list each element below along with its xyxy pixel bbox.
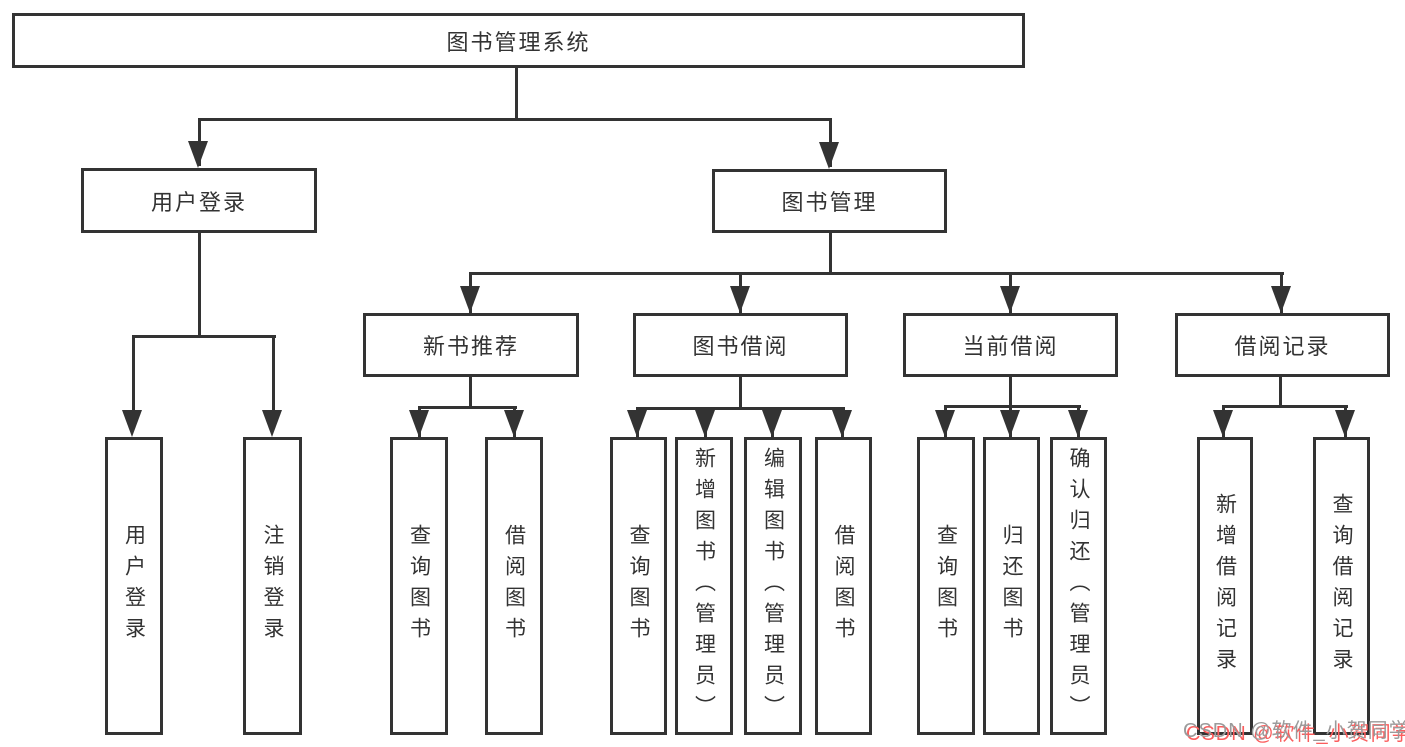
- node-book-borrow-label: 图书借阅: [692, 334, 789, 359]
- arrowhead-down-icon: [695, 410, 715, 437]
- node-user-login-label: 用户登录: [150, 189, 247, 215]
- arrowhead-down-icon: [1000, 286, 1020, 313]
- connector-line: [515, 68, 518, 120]
- leaf-confirm-return-admin: 确认归还（管理员）: [1050, 437, 1107, 735]
- connector-line: [1279, 377, 1282, 408]
- node-book-management: 图书管理: [712, 169, 947, 233]
- connector-line: [418, 406, 517, 409]
- leaf-borrow-book-recommend: 借阅图书: [485, 437, 543, 735]
- leaf-logout-label: 注销登录: [261, 524, 285, 648]
- arrowhead-down-icon: [762, 410, 782, 437]
- connector-line: [829, 233, 832, 275]
- node-current-borrow: 当前借阅: [903, 313, 1118, 377]
- leaf-logout: 注销登录: [243, 437, 302, 735]
- node-root-label: 图书管理系统: [446, 29, 591, 55]
- node-borrow-record-label: 借阅记录: [1234, 334, 1331, 359]
- arrowhead-down-icon: [1271, 286, 1291, 313]
- arrowhead-down-icon: [1068, 410, 1088, 437]
- connector-line: [132, 335, 276, 338]
- arrowhead-down-icon: [122, 410, 142, 437]
- node-book-borrow: 图书借阅: [633, 313, 848, 377]
- node-new-book-recommend: 新书推荐: [363, 313, 579, 377]
- connector-line: [944, 405, 1081, 408]
- arrowhead-down-icon: [1335, 410, 1355, 437]
- leaf-add-book-admin-label: 新增图书（管理员）: [692, 446, 716, 726]
- connector-line: [1222, 405, 1348, 408]
- leaf-user-login: 用户登录: [105, 437, 163, 735]
- leaf-query-borrow-record-label: 查询借阅记录: [1330, 493, 1354, 679]
- connector-line: [1009, 377, 1012, 408]
- node-borrow-record: 借阅记录: [1175, 313, 1390, 377]
- connector-line: [198, 233, 201, 338]
- arrowhead-down-icon: [460, 286, 480, 313]
- node-new-book-recommend-label: 新书推荐: [422, 334, 519, 359]
- arrowhead-down-icon: [627, 410, 647, 437]
- connector-line: [272, 335, 275, 410]
- leaf-query-book-current-label: 查询图书: [934, 524, 958, 648]
- leaf-query-book-recommend: 查询图书: [390, 437, 448, 735]
- arrowhead-down-icon: [262, 410, 282, 437]
- node-root: 图书管理系统: [12, 13, 1025, 68]
- arrowhead-down-icon: [730, 286, 750, 313]
- leaf-return-book: 归还图书: [983, 437, 1040, 735]
- leaf-add-book-admin: 新增图书（管理员）: [675, 437, 733, 735]
- connector-line: [636, 407, 845, 410]
- leaf-query-borrow-record: 查询借阅记录: [1313, 437, 1370, 735]
- leaf-borrow-book-label: 借阅图书: [832, 524, 856, 648]
- node-current-borrow-label: 当前借阅: [962, 334, 1059, 359]
- connector-line: [469, 377, 472, 409]
- arrowhead-down-icon: [1213, 410, 1233, 437]
- arrowhead-down-icon: [409, 410, 429, 437]
- leaf-add-borrow-record: 新增借阅记录: [1197, 437, 1253, 735]
- leaf-borrow-book-recommend-label: 借阅图书: [502, 524, 526, 648]
- connector-line: [198, 118, 832, 121]
- arrowhead-down-icon: [1000, 410, 1020, 437]
- arrowhead-down-icon: [832, 410, 852, 437]
- leaf-add-borrow-record-label: 新增借阅记录: [1213, 493, 1237, 679]
- leaf-edit-book-admin: 编辑图书（管理员）: [744, 437, 802, 735]
- arrowhead-down-icon: [935, 410, 955, 437]
- node-book-management-label: 图书管理: [781, 190, 878, 215]
- leaf-query-book-borrow: 查询图书: [610, 437, 667, 735]
- leaf-confirm-return-admin-label: 确认归还（管理员）: [1067, 446, 1091, 726]
- arrowhead-down-icon: [188, 141, 208, 168]
- connector-line: [469, 272, 1284, 275]
- leaf-query-book-borrow-label: 查询图书: [627, 524, 651, 648]
- connector-line: [132, 335, 135, 410]
- leaf-query-book-current: 查询图书: [917, 437, 975, 735]
- leaf-query-book-recommend-label: 查询图书: [407, 524, 431, 648]
- arrowhead-down-icon: [504, 410, 524, 437]
- leaf-return-book-label: 归还图书: [1000, 524, 1024, 648]
- csdn-watermark: CSDN @软件_小贺同学: [1183, 720, 1405, 742]
- leaf-user-login-label: 用户登录: [122, 524, 146, 648]
- leaf-borrow-book: 借阅图书: [815, 437, 872, 735]
- node-user-login: 用户登录: [81, 168, 317, 233]
- connector-line: [739, 377, 742, 410]
- leaf-edit-book-admin-label: 编辑图书（管理员）: [761, 446, 785, 726]
- arrowhead-down-icon: [819, 142, 839, 169]
